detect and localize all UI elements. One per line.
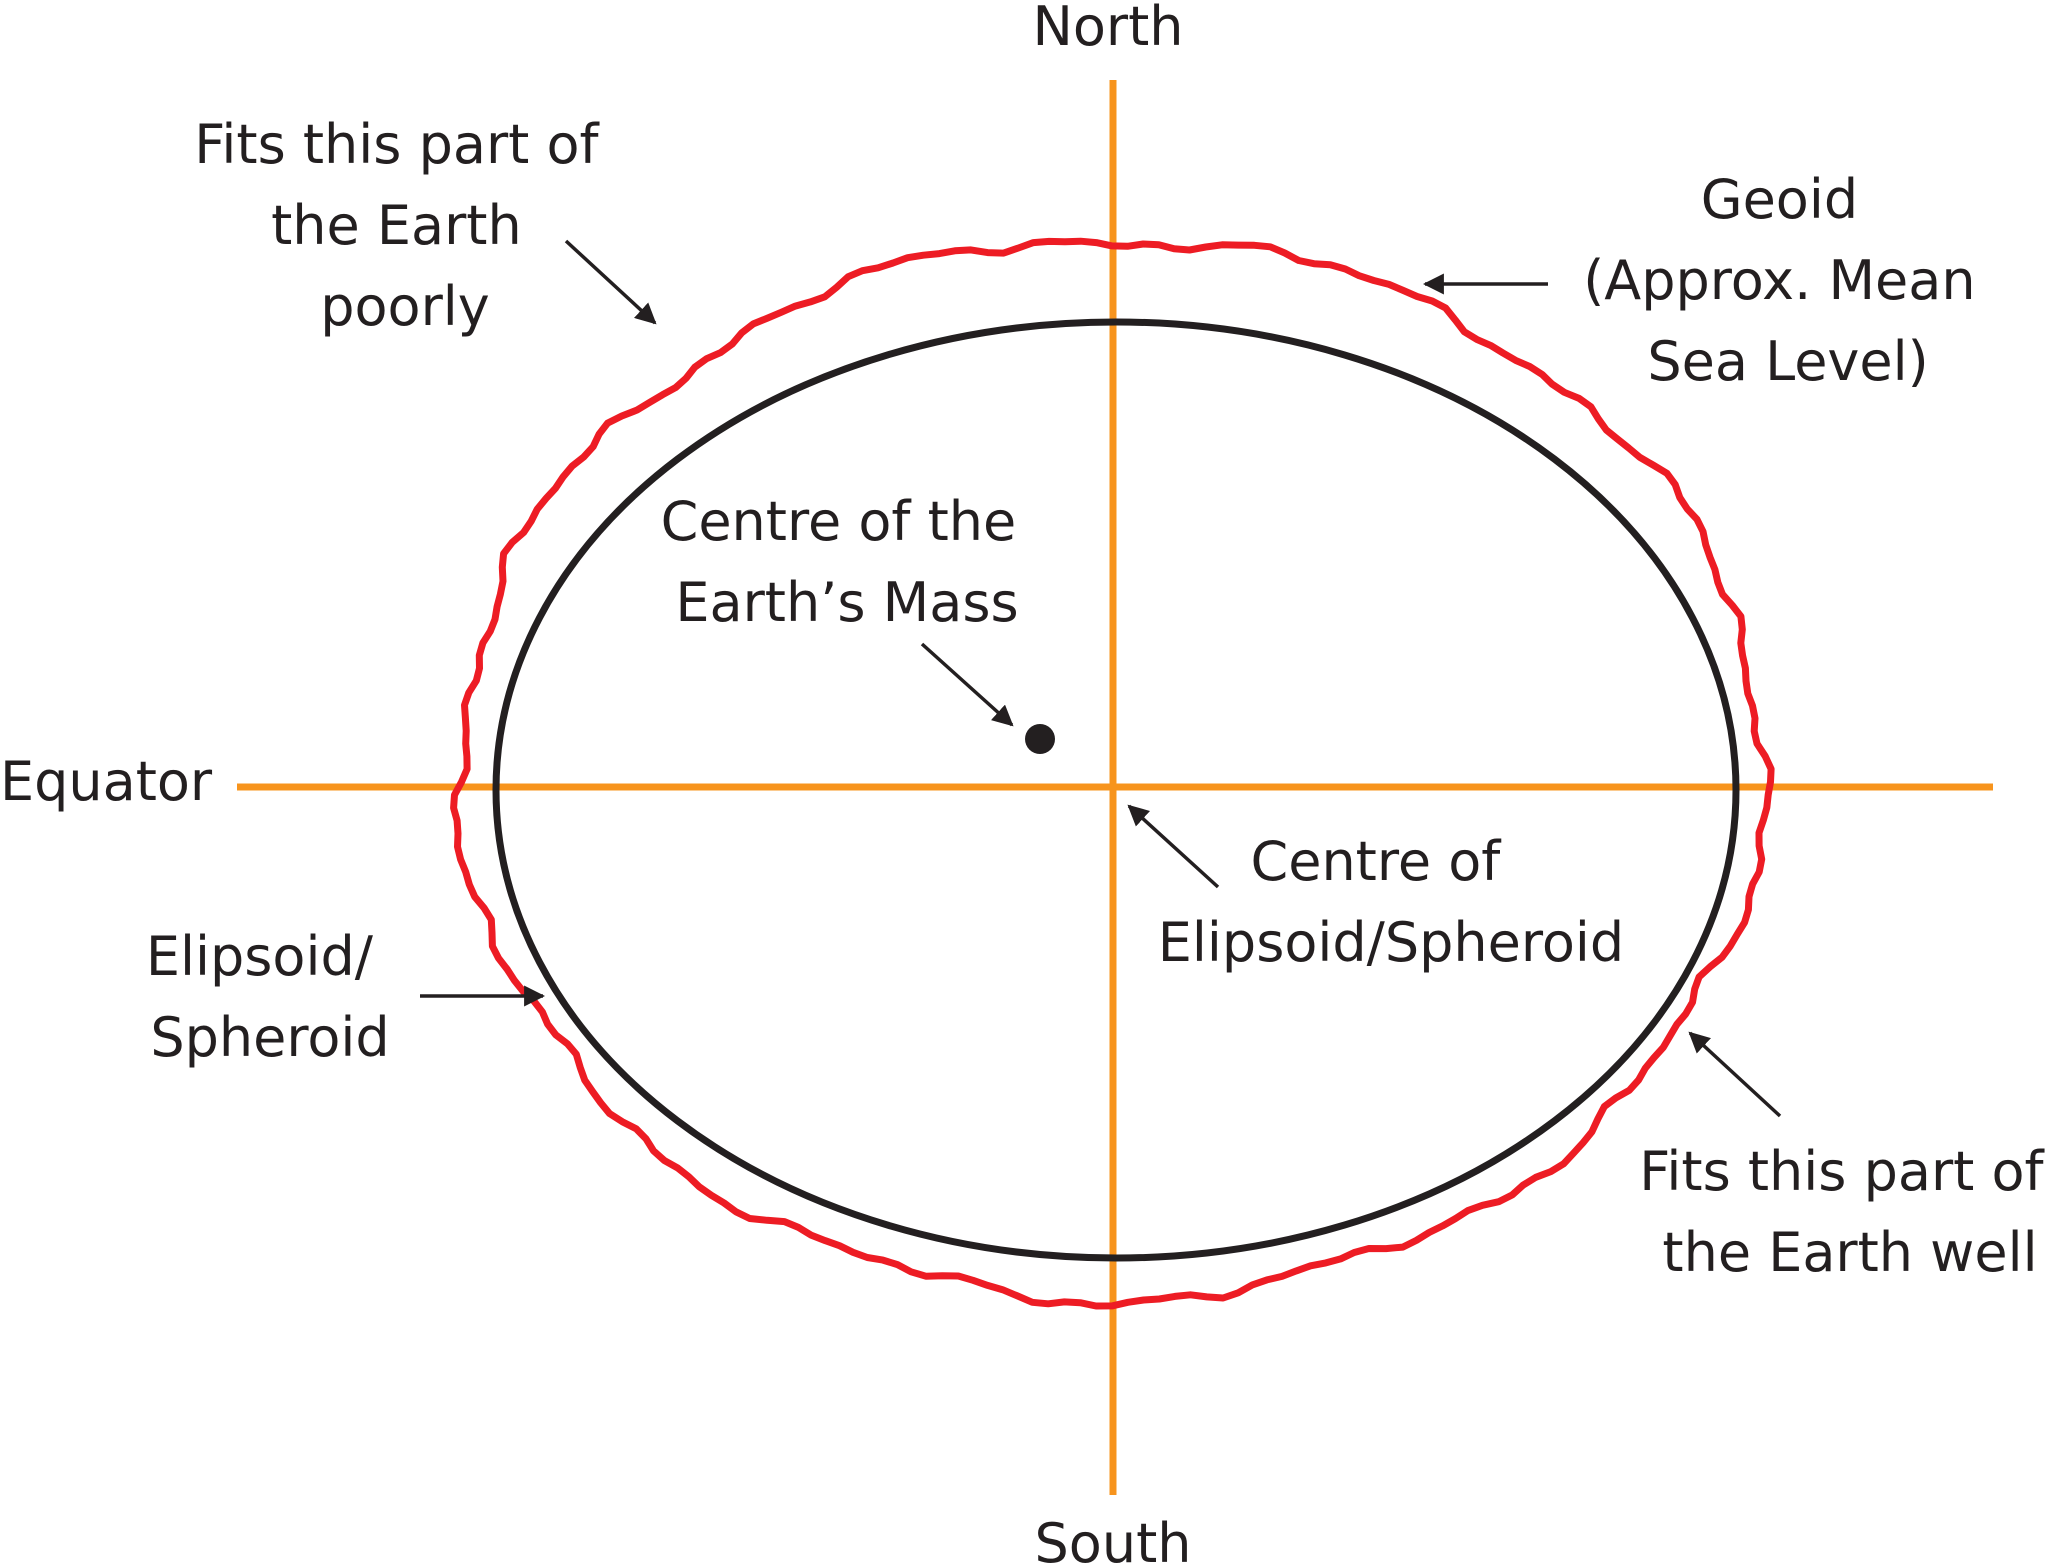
geoid-label: Geoid (Approx. Mean Sea Level) <box>1583 168 1993 393</box>
ellipsoid-centre-arrow <box>1127 804 1220 889</box>
poor-fit-label: Fits this part of the Earth poorly <box>194 113 615 338</box>
north-label: North <box>1032 0 1183 58</box>
ellipsoid-outline <box>492 318 1740 1262</box>
equator-label: Equator <box>0 750 213 813</box>
mass-centre-label: Centre of the Earth’s Mass <box>661 490 1034 634</box>
good-fit-arrow <box>1688 1031 1782 1118</box>
south-label: South <box>1035 1512 1192 1568</box>
poor-fit-arrow <box>564 239 657 325</box>
geoid-outline <box>450 237 1775 1310</box>
ellipsoid-centre-label: Centre of Elipsoid/Spheroid <box>1158 830 1624 974</box>
earth-mass-centre-dot <box>1025 724 1055 754</box>
ellipsoid-label: Elipsoid/ Spheroid <box>146 925 390 1069</box>
mass-centre-arrow <box>920 642 1014 727</box>
good-fit-label: Fits this part of the Earth well <box>1639 1140 2056 1284</box>
